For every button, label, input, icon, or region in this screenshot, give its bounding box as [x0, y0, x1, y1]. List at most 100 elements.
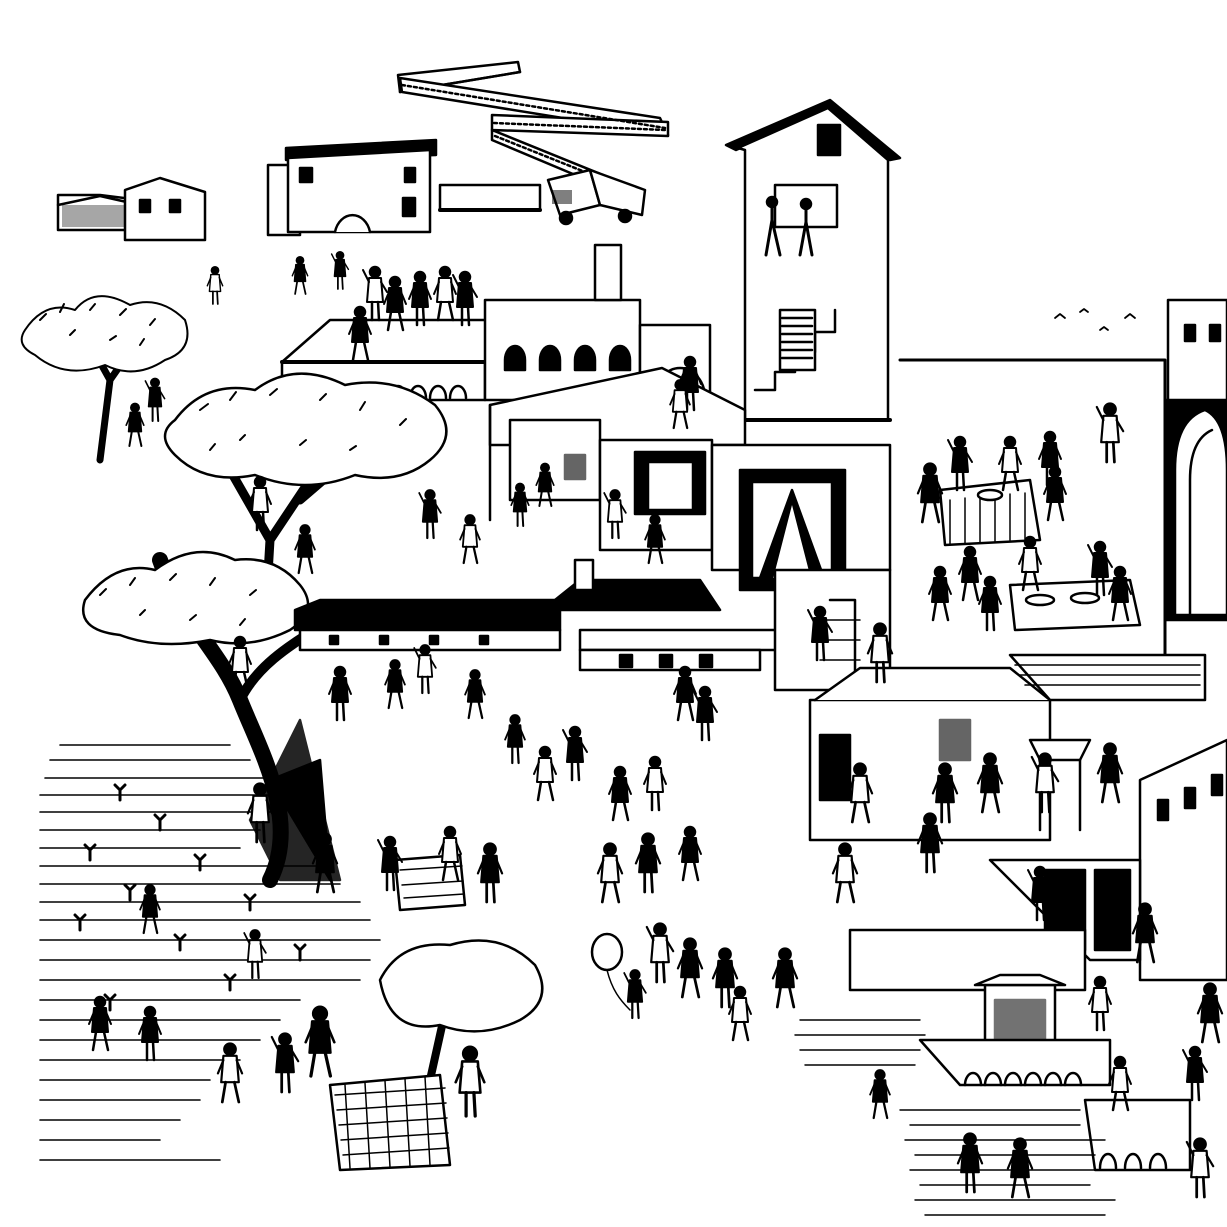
person-figure — [692, 685, 718, 742]
person-figure — [243, 929, 267, 980]
person-figure — [562, 725, 588, 782]
person-figure — [669, 379, 691, 430]
person-figure — [206, 266, 224, 305]
person-figure — [294, 524, 316, 575]
person-figure — [248, 475, 272, 532]
person-figure — [608, 765, 632, 822]
birds — [1054, 308, 1136, 331]
person-figure — [138, 1005, 162, 1062]
person-figure — [958, 545, 982, 602]
person-figure — [678, 825, 702, 882]
person-figure — [139, 884, 161, 935]
person-figure — [1131, 902, 1159, 964]
person-figure — [1087, 540, 1113, 597]
person-figure — [947, 435, 973, 492]
person-figure — [377, 835, 403, 892]
person-figure — [418, 489, 442, 540]
person-figure — [459, 514, 481, 565]
market-stalls — [918, 738, 1192, 1172]
person-figure — [678, 355, 702, 412]
olive-trees — [20, 295, 544, 1084]
person-figure — [88, 995, 112, 1052]
person-figure — [452, 270, 478, 327]
vineyard-field — [39, 744, 381, 1161]
person-figure — [504, 714, 526, 765]
person-figure — [916, 462, 944, 524]
person-figure — [433, 265, 457, 322]
person-figure — [304, 1005, 336, 1078]
watchtower-building — [724, 98, 902, 422]
person-figure — [603, 489, 627, 540]
person-figure — [413, 644, 437, 695]
person-figure — [998, 435, 1022, 492]
person-figure — [676, 937, 704, 999]
person-figure — [1018, 535, 1042, 592]
person-figure — [1182, 1045, 1208, 1102]
person-figure — [931, 762, 959, 824]
person-figure — [1043, 465, 1067, 522]
person-figure — [1027, 865, 1053, 922]
person-figure — [711, 947, 739, 1009]
delivery-truck — [546, 168, 647, 226]
person-figure — [1185, 1137, 1215, 1199]
person-figure — [1030, 752, 1060, 814]
person-figure — [384, 659, 406, 710]
person-figure — [928, 565, 952, 622]
person-figure — [634, 832, 662, 894]
person-figure — [330, 251, 350, 290]
crane — [396, 60, 670, 200]
harvest-crate — [328, 853, 467, 1172]
person-figure — [1196, 982, 1224, 1044]
plaza-crowd — [88, 251, 1224, 1199]
person-figure — [228, 635, 252, 692]
person-figure — [125, 402, 145, 448]
person-figure — [454, 1045, 486, 1118]
person-figure — [644, 514, 666, 565]
person-figure — [869, 1069, 891, 1120]
person-figure — [464, 669, 486, 720]
person-figure — [362, 265, 388, 322]
person-figure — [1006, 1137, 1034, 1199]
person-figure — [348, 305, 372, 362]
person-figure — [831, 842, 859, 904]
person-figure — [1108, 1055, 1132, 1112]
person-figure — [956, 1132, 984, 1194]
person-figure — [673, 665, 697, 722]
person-figure — [1096, 742, 1124, 804]
person-figure — [643, 755, 667, 812]
person-figure — [216, 1042, 244, 1104]
person-figure — [438, 825, 462, 882]
person-figure — [383, 275, 407, 332]
person-figure — [771, 947, 799, 1009]
person-figure — [408, 270, 432, 327]
person-figure — [645, 922, 675, 984]
person-figure — [623, 969, 647, 1020]
person-figure — [311, 832, 339, 894]
person-figure — [476, 842, 504, 904]
person-figure — [533, 745, 557, 802]
person-figure — [510, 482, 530, 528]
person-figure — [246, 782, 274, 844]
plaza-ground — [794, 1019, 1116, 1216]
person-figure — [328, 665, 352, 722]
person-figure — [916, 812, 944, 874]
person-figure — [270, 1032, 300, 1094]
person-figure — [291, 256, 309, 295]
person-figure — [728, 985, 752, 1042]
person-figure — [1095, 402, 1125, 464]
person-figure — [866, 622, 894, 684]
moorish-arch-gate — [1163, 298, 1227, 622]
person-figure — [144, 377, 166, 423]
person-figure — [535, 462, 555, 508]
hilltop-village — [56, 138, 542, 242]
person-figure — [846, 762, 874, 824]
person-figure — [1088, 975, 1112, 1032]
person-figure — [807, 605, 833, 662]
long-barn — [293, 558, 782, 672]
dining-tables — [898, 358, 1167, 662]
person-figure — [1108, 565, 1132, 622]
person-figure — [978, 575, 1002, 632]
balloon — [590, 932, 631, 1011]
